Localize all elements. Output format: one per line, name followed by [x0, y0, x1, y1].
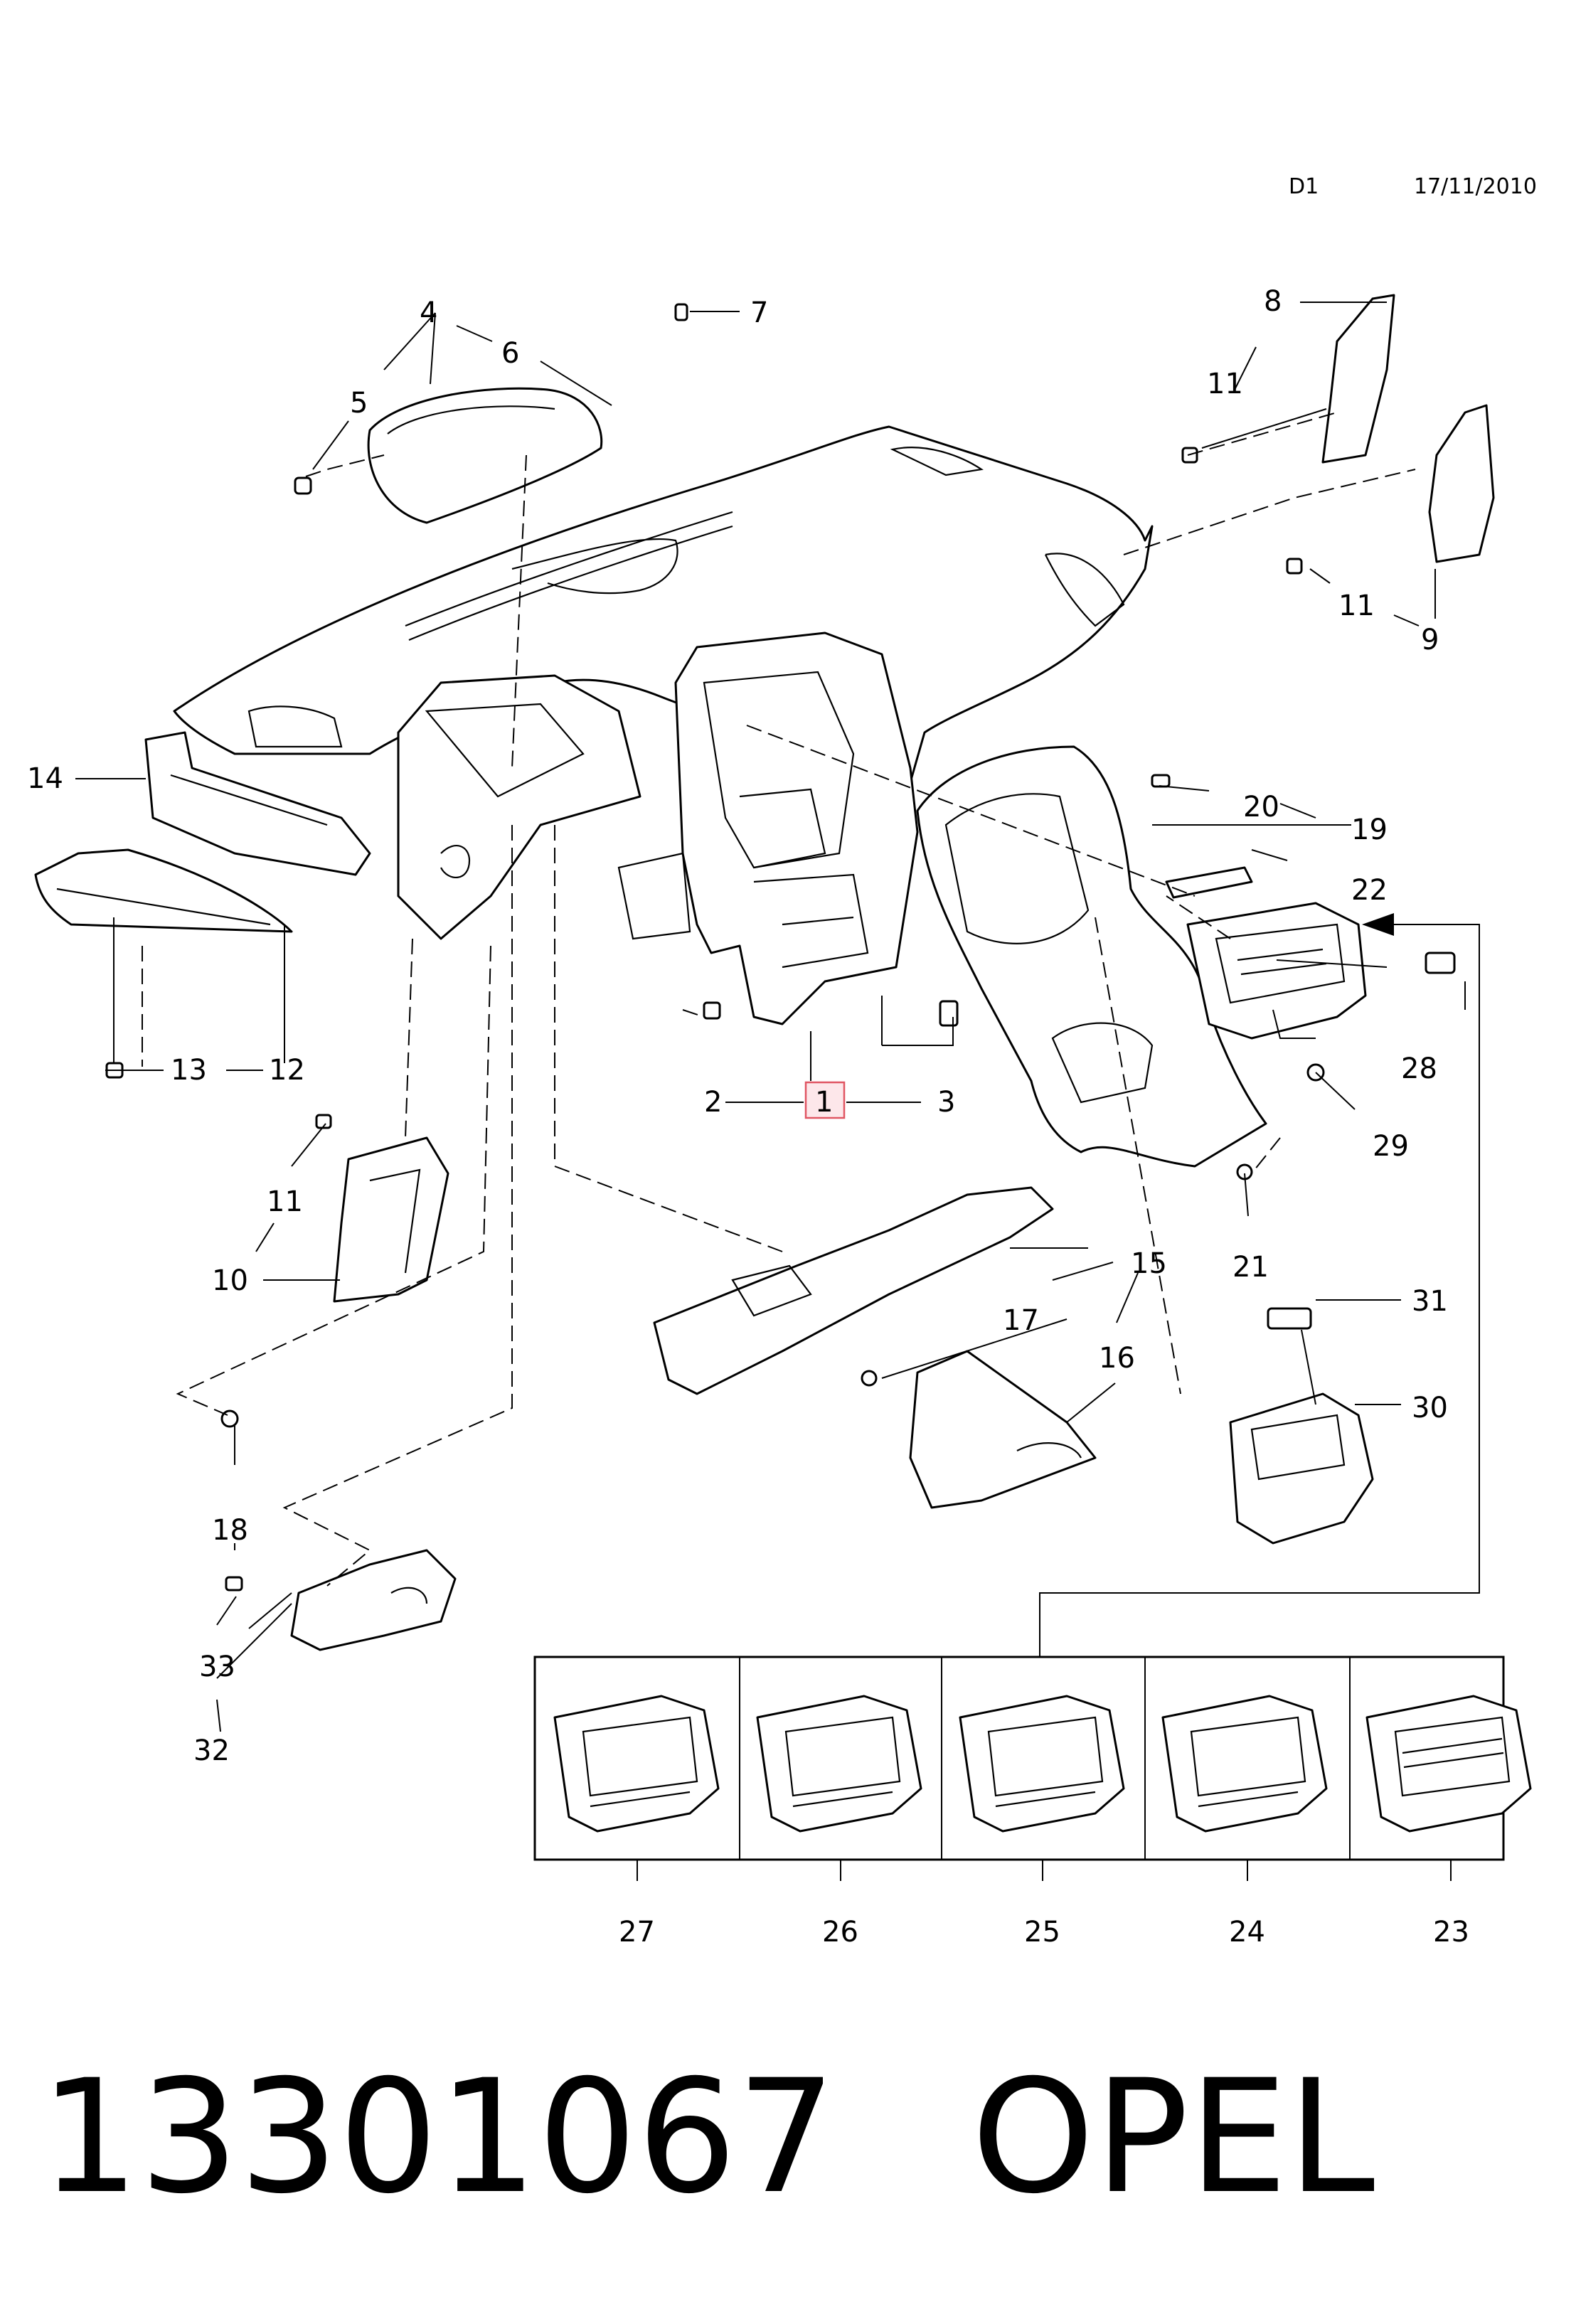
header-date: 17/11/2010: [1414, 174, 1537, 199]
callout-20: 20: [1243, 791, 1279, 823]
part-32-trim: [290, 1549, 457, 1651]
fasteners: [105, 303, 1456, 1592]
caption-brand: OPEL: [971, 2046, 1375, 2228]
callout-26: 26: [822, 1916, 858, 1949]
part-caption: 13301067 OPEL: [40, 2034, 1533, 2240]
part-30-bezel: [1229, 1392, 1374, 1545]
part-15-beam: [653, 1186, 1054, 1395]
callout-9: 9: [1421, 624, 1439, 656]
callout-3: 3: [937, 1086, 955, 1119]
callout-23: 23: [1433, 1916, 1469, 1949]
callout-22: 22: [1351, 874, 1388, 907]
callout-1: 1: [815, 1086, 833, 1119]
part-22-bar: [1165, 866, 1253, 899]
callout-28: 28: [1401, 1052, 1437, 1085]
left-structure: [397, 674, 641, 940]
callout-11-top: 11: [1207, 368, 1243, 400]
callout-11-right: 11: [1338, 590, 1375, 622]
callout-12: 12: [269, 1054, 305, 1087]
callout-30: 30: [1412, 1392, 1448, 1424]
callout-13: 13: [171, 1054, 207, 1087]
callout-labels: 1 2 3 4 5 6 7 8 9 10 11 11 11 12 13 14 1…: [27, 285, 1469, 1949]
part-12-panel: [34, 848, 293, 933]
callout-14: 14: [27, 762, 63, 795]
callout-15: 15: [1131, 1247, 1167, 1280]
callout-10: 10: [212, 1264, 248, 1297]
callout-31: 31: [1412, 1285, 1448, 1318]
callout-27: 27: [619, 1916, 655, 1949]
callout-16: 16: [1099, 1342, 1135, 1375]
part-headunit: [1186, 902, 1367, 1040]
callout-18: 18: [212, 1514, 248, 1547]
assembly-lines: [142, 412, 1416, 1587]
part-16-glovebox: [909, 1350, 1097, 1509]
callout-2: 2: [704, 1086, 722, 1119]
callout-6: 6: [501, 337, 519, 370]
header-code: D1: [1289, 174, 1319, 199]
part-19-console: [916, 745, 1267, 1168]
center-bracket: [617, 631, 919, 1025]
callout-17: 17: [1003, 1304, 1039, 1337]
callout-24: 24: [1229, 1916, 1265, 1949]
callout-21: 21: [1232, 1251, 1269, 1284]
callout-19: 19: [1351, 814, 1388, 846]
callout-7: 7: [750, 297, 768, 329]
callout-11-left: 11: [267, 1185, 303, 1218]
callout-5: 5: [350, 387, 368, 420]
callout-25: 25: [1024, 1916, 1060, 1949]
variant-arrow: [1039, 913, 1480, 1657]
part-8-trim: [1321, 294, 1395, 464]
part-4-cover: [367, 387, 603, 524]
callout-33: 33: [199, 1651, 235, 1683]
part-10-trim: [333, 1136, 449, 1303]
callout-4: 4: [420, 297, 437, 329]
part-9-trim: [1428, 404, 1495, 563]
leader-lines: [75, 302, 1466, 1732]
callout-8: 8: [1264, 285, 1282, 318]
callout-32: 32: [193, 1734, 230, 1767]
dashboard-panel: [173, 425, 1154, 784]
highlight-box-part-1: [804, 1081, 846, 1119]
callout-29: 29: [1373, 1130, 1409, 1163]
variant-units: [553, 1695, 1532, 1833]
caption-part-number: 13301067: [40, 2046, 836, 2228]
